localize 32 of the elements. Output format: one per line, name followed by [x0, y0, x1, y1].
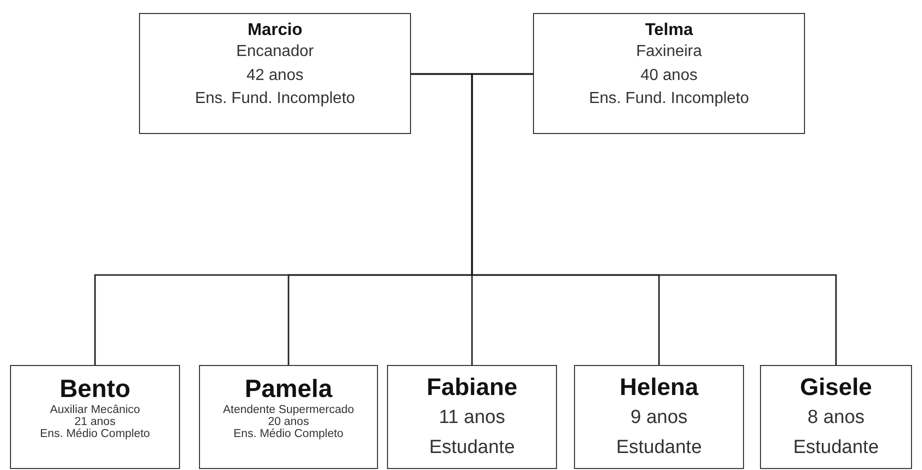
- person-name: Helena: [618, 374, 700, 403]
- person-box: [199, 365, 378, 469]
- person-detail: Ens. Fund. Incompleto: [194, 88, 356, 109]
- person-name: Pamela: [244, 374, 334, 404]
- person-name: Marcio: [246, 20, 304, 40]
- person-detail: 8 anos: [806, 406, 866, 430]
- person-box: [387, 365, 557, 469]
- person-box: [10, 365, 180, 469]
- person-box: [574, 365, 744, 469]
- person-detail: Ens. Médio Completo: [232, 428, 344, 440]
- person-detail: 11 anos: [438, 406, 506, 430]
- person-box: [533, 13, 805, 134]
- person-name: Fabiane: [426, 374, 518, 403]
- person-detail: Estudante: [615, 436, 703, 460]
- person-box: [139, 13, 411, 134]
- person-box: [760, 365, 912, 469]
- person-detail: Faxineira: [635, 42, 703, 62]
- person-detail: Estudante: [792, 436, 880, 460]
- person-detail: 9 anos: [629, 406, 689, 430]
- person-detail: Auxiliar Mecânico: [48, 404, 142, 416]
- person-detail: Ens. Fund. Incompleto: [588, 88, 750, 109]
- person-detail: Atendente Supermercado: [222, 404, 356, 416]
- person-detail: Estudante: [428, 436, 516, 460]
- person-detail: Ens. Médio Completo: [39, 428, 151, 440]
- person-name: Telma: [644, 20, 694, 40]
- person-detail: Encanador: [235, 42, 315, 62]
- person-detail: 42 anos: [246, 66, 304, 86]
- person-detail: 21 anos: [74, 416, 116, 428]
- person-detail: 40 anos: [640, 66, 698, 86]
- person-name: Gisele: [798, 374, 874, 403]
- person-detail: 20 anos: [267, 416, 310, 428]
- person-name: Bento: [58, 374, 132, 404]
